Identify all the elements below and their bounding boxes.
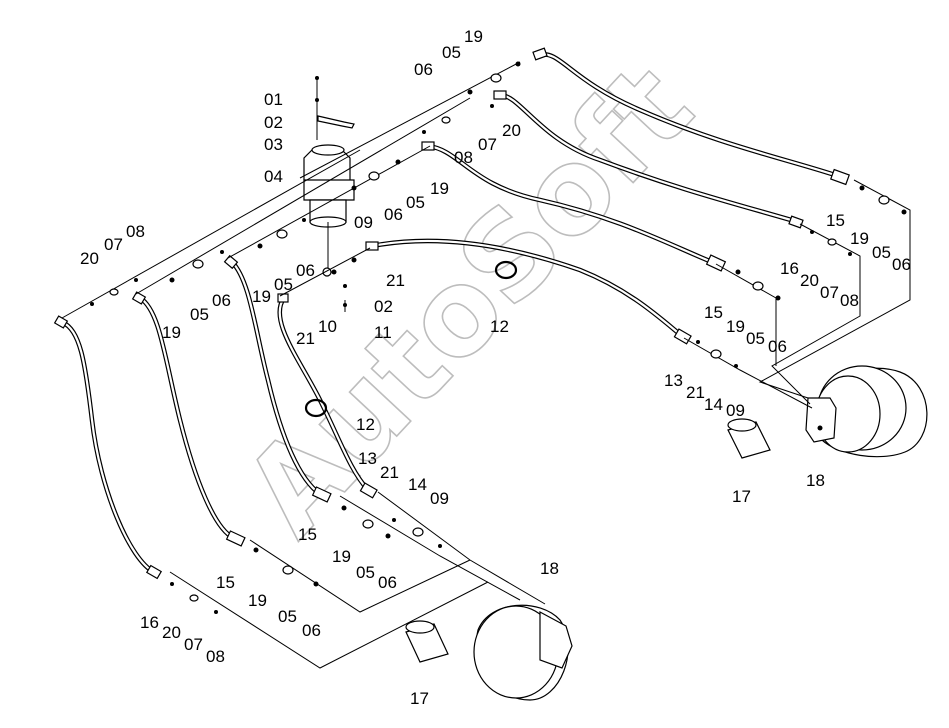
label-04: 04 xyxy=(264,167,283,186)
label-05: 05 xyxy=(442,43,461,62)
label-17: 17 xyxy=(410,689,429,708)
label-06: 06 xyxy=(378,573,397,592)
label-14: 14 xyxy=(704,395,723,414)
label-01: 01 xyxy=(264,90,283,109)
label-13: 13 xyxy=(664,371,683,390)
fitting-parts xyxy=(90,61,907,614)
label-10: 10 xyxy=(318,317,337,336)
label-16: 16 xyxy=(140,613,159,632)
label-05: 05 xyxy=(278,607,297,626)
label-06: 06 xyxy=(768,337,787,356)
label-15: 15 xyxy=(704,303,723,322)
label-11: 11 xyxy=(374,323,392,342)
label-07: 07 xyxy=(104,235,123,254)
label-19: 19 xyxy=(464,27,483,46)
label-06: 06 xyxy=(212,291,231,310)
label-13: 13 xyxy=(358,449,377,468)
label-09: 09 xyxy=(354,213,373,232)
label-19: 19 xyxy=(162,323,181,342)
label-05: 05 xyxy=(872,243,891,262)
label-18: 18 xyxy=(540,559,559,578)
label-08: 08 xyxy=(454,148,473,167)
label-12: 12 xyxy=(490,317,509,336)
label-05: 05 xyxy=(190,305,209,324)
label-19: 19 xyxy=(850,229,869,248)
label-03: 03 xyxy=(264,135,283,154)
label-05: 05 xyxy=(274,275,293,294)
label-20: 20 xyxy=(80,249,99,268)
hoses xyxy=(59,52,841,575)
label-19: 19 xyxy=(332,547,351,566)
label-02: 02 xyxy=(264,113,283,132)
travel-motor-left xyxy=(473,604,573,701)
label-15: 15 xyxy=(216,573,235,592)
label-19: 19 xyxy=(252,287,271,306)
label-15: 15 xyxy=(826,211,845,230)
label-21: 21 xyxy=(296,329,315,348)
filter-cylinder-right xyxy=(727,418,771,459)
o-ring-12-upper xyxy=(494,260,518,280)
label-21: 21 xyxy=(686,383,705,402)
label-21: 21 xyxy=(380,463,399,482)
label-06: 06 xyxy=(892,255,911,274)
label-08: 08 xyxy=(126,222,145,241)
label-12: 12 xyxy=(356,415,375,434)
label-09: 09 xyxy=(430,489,449,508)
label-05: 05 xyxy=(356,563,375,582)
label-08: 08 xyxy=(206,647,225,666)
label-20: 20 xyxy=(502,121,521,140)
label-19: 19 xyxy=(726,317,745,336)
travel-motor-right xyxy=(805,365,928,458)
o-ring-12-lower xyxy=(304,398,328,418)
label-05: 05 xyxy=(746,329,765,348)
label-06: 06 xyxy=(302,621,321,640)
label-07: 07 xyxy=(820,283,839,302)
label-21: 21 xyxy=(386,271,405,290)
label-06: 06 xyxy=(384,205,403,224)
part-labels: 01 02 03 04 06 05 19 20 07 08 19 05 06 0… xyxy=(80,27,911,708)
label-14: 14 xyxy=(408,475,427,494)
label-20: 20 xyxy=(800,271,819,290)
label-15: 15 xyxy=(298,525,317,544)
label-08: 08 xyxy=(840,291,859,310)
label-07: 07 xyxy=(184,635,203,654)
label-17: 17 xyxy=(732,487,751,506)
label-20: 20 xyxy=(162,623,181,642)
label-06: 06 xyxy=(414,60,433,79)
label-19: 19 xyxy=(430,179,449,198)
filter-cylinder-left xyxy=(405,620,449,663)
label-16: 16 xyxy=(780,259,799,278)
label-06: 06 xyxy=(296,261,315,280)
watermark: AutoSoft xyxy=(218,38,719,561)
label-18: 18 xyxy=(806,471,825,490)
label-07: 07 xyxy=(478,135,497,154)
label-05: 05 xyxy=(406,193,425,212)
label-02: 02 xyxy=(374,297,393,316)
label-09: 09 xyxy=(726,401,745,420)
label-19: 19 xyxy=(248,591,267,610)
